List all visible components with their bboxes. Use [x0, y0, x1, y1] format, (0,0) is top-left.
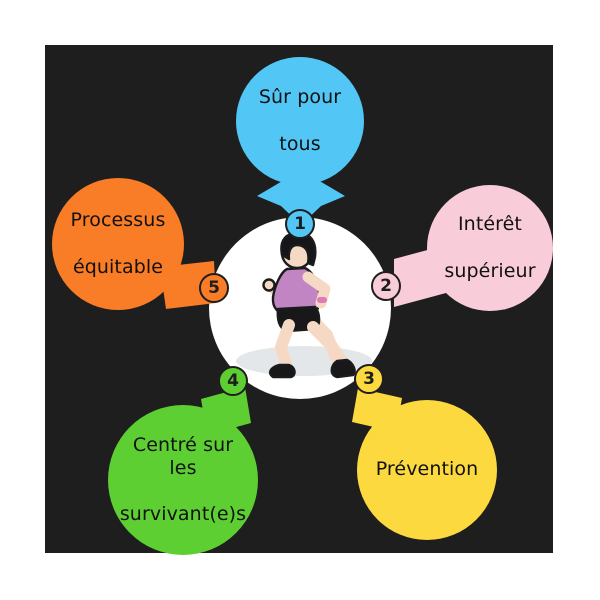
badge-number-4: 4: [227, 371, 239, 391]
step-badge-5[interactable]: 5: [199, 273, 229, 303]
node-prevention[interactable]: Prévention: [357, 400, 497, 540]
step-badge-3[interactable]: 3: [354, 364, 384, 394]
badge-number-1: 1: [294, 214, 306, 234]
step-badge-1[interactable]: 1: [285, 209, 315, 239]
badge-number-3: 3: [363, 369, 375, 389]
step-badge-2[interactable]: 2: [371, 271, 401, 301]
connector-ribbon-1: [257, 170, 345, 225]
badge-number-2: 2: [380, 276, 392, 296]
runner-illustration: [236, 231, 372, 379]
node-label-3: Prévention: [375, 458, 479, 481]
step-badge-4[interactable]: 4: [218, 366, 248, 396]
badge-number-5: 5: [208, 278, 220, 298]
